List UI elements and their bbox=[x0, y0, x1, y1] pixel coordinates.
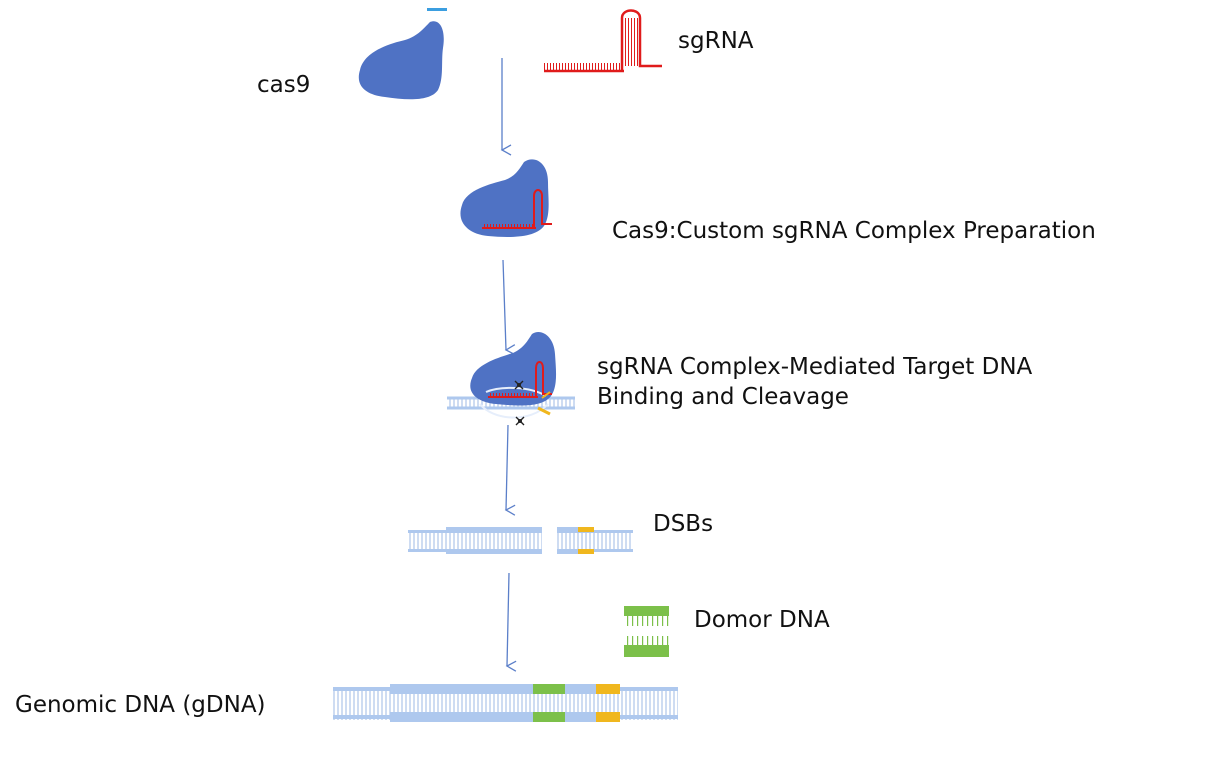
complex-preparation-label: Cas9:Custom sgRNA Complex Preparation bbox=[612, 218, 1096, 244]
arrow-2 bbox=[502, 259, 516, 356]
binding-cleavage-icon bbox=[447, 332, 575, 426]
cas9-protein-icon bbox=[358, 21, 444, 100]
sgrna-label: sgRNA bbox=[678, 28, 754, 54]
donor-dna-label: Domor DNA bbox=[694, 607, 830, 633]
top-mark bbox=[427, 8, 447, 11]
dsbs-label: DSBs bbox=[653, 511, 714, 537]
donor-dna-icon bbox=[624, 606, 669, 657]
sgrna-hairpin-icon bbox=[544, 9, 662, 73]
binding-cleavage-label-line1: sgRNA Complex-Mediated Target DNA bbox=[597, 354, 1033, 380]
arrow-3 bbox=[504, 424, 516, 516]
scissors-icon bbox=[514, 380, 525, 426]
genomic-dna-icon bbox=[333, 684, 678, 722]
dsb-dna-icon bbox=[408, 527, 633, 554]
cas9-label: cas9 bbox=[257, 72, 311, 98]
arrow-4 bbox=[505, 572, 517, 672]
genomic-dna-label: Genomic DNA (gDNA) bbox=[15, 692, 266, 718]
cas9-sgrna-complex-icon bbox=[460, 159, 552, 237]
binding-cleavage-label: sgRNA Complex-Mediated Target DNA Bindin… bbox=[597, 352, 1032, 412]
binding-cleavage-label-line2: Binding and Cleavage bbox=[597, 384, 849, 410]
